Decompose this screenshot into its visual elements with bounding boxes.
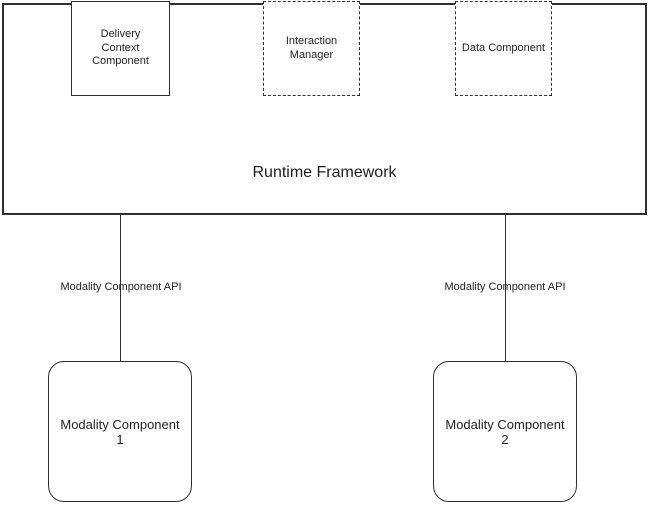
modality-component-2-box: Modality Component 2 <box>433 361 577 502</box>
delivery-context-component-label-line: Context <box>101 41 140 54</box>
runtime-framework-label: Runtime Framework <box>252 164 397 181</box>
modality-api-connector-line-2 <box>505 215 506 361</box>
modality-component-2-number: 2 <box>501 431 509 447</box>
modality-component-1-number: 1 <box>116 431 124 447</box>
modality-api-connector-line-1 <box>120 215 121 361</box>
delivery-context-component-label-line: Component <box>92 55 149 68</box>
delivery-context-component-box: Delivery Context Component <box>71 1 170 96</box>
data-component-label-line: Data Component <box>461 41 546 54</box>
modality-component-2-label-line: Modality Component <box>445 416 565 432</box>
modality-component-1-box: Modality Component 1 <box>48 361 192 502</box>
modality-component-api-label-1: Modality Component API <box>60 281 182 293</box>
interaction-manager-box: Interaction Manager <box>263 1 360 96</box>
interaction-manager-label-line: Interaction <box>285 35 338 47</box>
data-component-box: Data Component <box>455 1 552 96</box>
interaction-manager-label-line: Manager <box>289 48 334 61</box>
delivery-context-component-label-line: Delivery <box>100 28 141 41</box>
modality-component-api-label-2: Modality Component API <box>444 281 566 293</box>
modality-component-1-label-line: Modality Component <box>60 416 180 432</box>
